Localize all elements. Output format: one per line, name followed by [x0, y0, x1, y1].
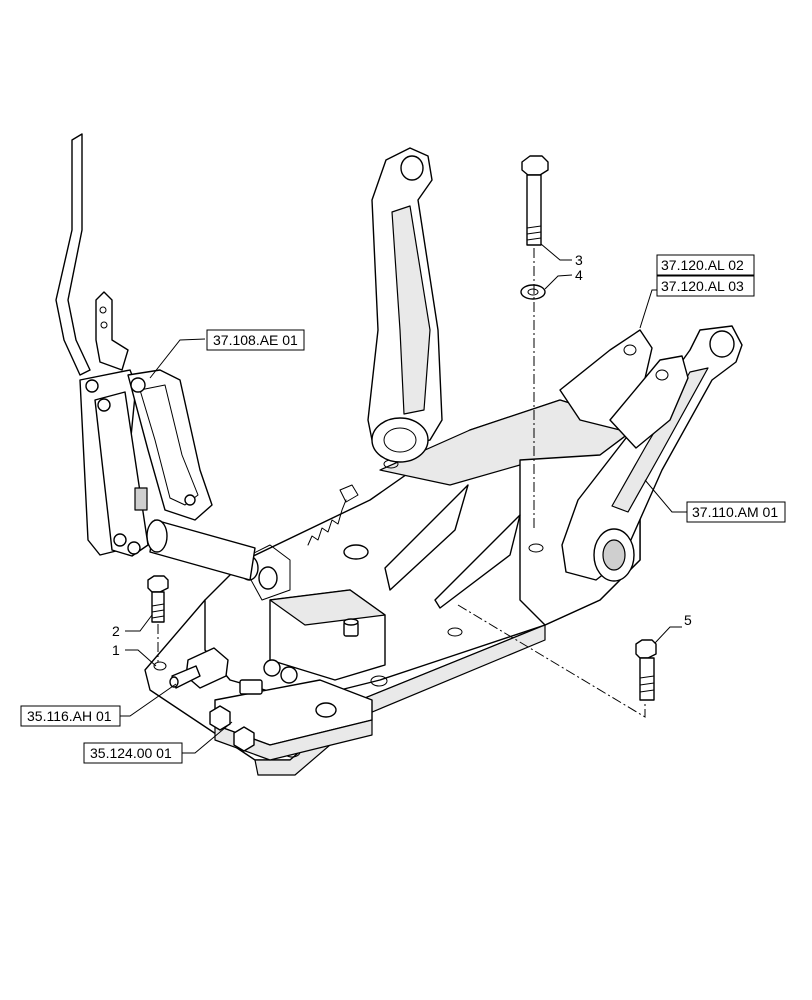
callout-37-120-al-03[interactable]: 37.120.AL 03 [656, 275, 755, 297]
item-number-2: 2 [112, 623, 120, 639]
item-number-4: 4 [575, 267, 583, 283]
top-link-bracket [559, 329, 689, 449]
bolt-item-5 [635, 639, 657, 701]
bolt-item-3 [521, 155, 549, 246]
centerline-bolt-5 [457, 604, 646, 718]
cross-shaft [146, 519, 256, 581]
leader-35-116 [120, 683, 177, 717]
item-number-1: 1 [112, 642, 120, 658]
callout-37-110-label: 37.110.AM 01 [692, 504, 778, 520]
callout-37-120-03-label: 37.120.AL 03 [661, 278, 744, 294]
callout-35-124-label: 35.124.00 01 [90, 745, 172, 761]
leader-37-110 [644, 479, 687, 513]
leader-item-1 [125, 649, 157, 667]
leader-35-124 [182, 721, 233, 754]
leader-item-3 [540, 243, 572, 261]
callout-37-108-label: 37.108.AE 01 [213, 332, 298, 348]
right-lift-arm [561, 325, 743, 582]
callout-35-124-00-01[interactable]: 35.124.00 01 [83, 742, 183, 764]
washer-item-4 [520, 284, 546, 300]
callout-37-120-02-label: 37.120.AL 02 [661, 257, 744, 273]
callout-37-120-al-02[interactable]: 37.120.AL 02 [656, 254, 755, 276]
callout-35-116-label: 35.116.AH 01 [27, 708, 112, 724]
bolt-item-2 [147, 575, 169, 623]
left-lift-arm [367, 147, 443, 463]
leader-item-5 [654, 626, 682, 644]
callout-37-108-ae-01[interactable]: 37.108.AE 01 [206, 329, 305, 351]
item-number-3: 3 [575, 252, 583, 268]
control-lever-assembly [55, 133, 213, 557]
leader-item-2 [125, 614, 153, 632]
callout-35-116-ah-01[interactable]: 35.116.AH 01 [20, 705, 121, 727]
leader-37-108 [149, 338, 206, 379]
leader-item-4 [544, 274, 573, 290]
item-number-5: 5 [684, 612, 692, 628]
callout-37-110-am-01[interactable]: 37.110.AM 01 [686, 501, 786, 523]
